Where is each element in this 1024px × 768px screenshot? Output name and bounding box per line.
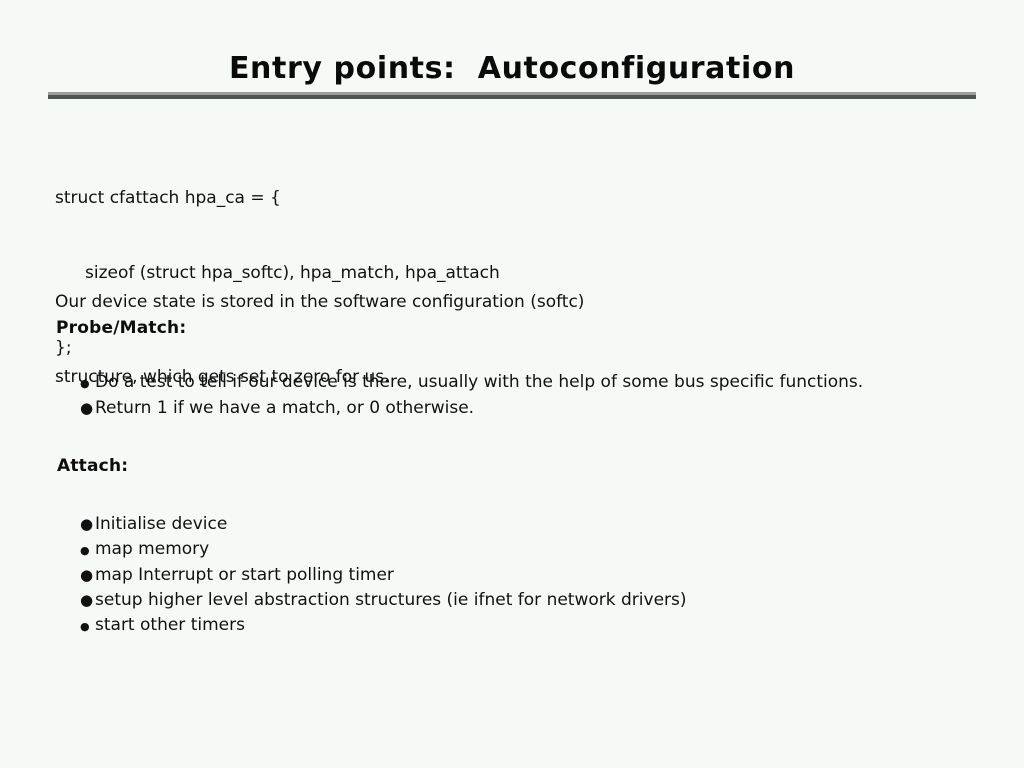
list-item-label: map memory [95,539,210,559]
title-divider [48,92,976,99]
list-item: ● map memory [80,537,687,563]
bullet-dot-icon: ● [80,620,90,633]
list-item: ● Do a test to tell if our device is the… [80,370,863,396]
section-heading-attach: Attach: [57,456,129,476]
bullet-dot-icon: ● [80,591,94,609]
code-line: sizeof (struct hpa_softc), hpa_match, hp… [85,263,500,283]
bullet-dot-icon: ● [80,515,94,533]
page-title: Entry points: Autoconfiguration [228,51,796,86]
list-item: ● start other timers [80,613,687,639]
divider-shadow [48,95,976,99]
code-snippet: struct cfattach hpa_ca = { sizeof (struc… [55,136,500,411]
list-item-label: Return 1 if we have a match, or 0 otherw… [95,398,475,418]
paragraph-line: Our device state is stored in the softwa… [55,292,585,312]
code-line: }; [55,338,72,358]
bullet-dot-icon: ● [80,544,90,557]
list-item-label: map Interrupt or start polling timer [95,565,394,585]
list-item-label: Initialise device [95,514,228,534]
bullet-dot-icon: ● [80,399,94,417]
list-item-label: setup higher level abstraction structure… [95,590,687,610]
code-line: struct cfattach hpa_ca = { [55,188,281,208]
bullet-list-attach: ● Initialise device ● map memory ● map I… [80,512,687,639]
bullet-dot-icon: ● [80,566,94,584]
list-item-label: Do a test to tell if our device is there… [95,372,864,392]
divider-highlight [48,92,976,95]
list-item: ● setup higher level abstraction structu… [80,588,687,613]
bullet-list-probe-match: ● Do a test to tell if our device is the… [80,370,863,421]
list-item: ● map Interrupt or start polling timer [80,563,687,588]
list-item-label: start other timers [95,615,245,635]
list-item: ● Return 1 if we have a match, or 0 othe… [80,396,863,421]
paragraph-line: structure, which gets set to zero for us… [55,367,390,387]
list-item: ● Initialise device [80,512,687,537]
intro-paragraph: Our device state is stored in the softwa… [55,240,584,440]
section-heading-probe-match: Probe/Match: [56,318,187,338]
bullet-dot-icon: ● [80,377,90,390]
